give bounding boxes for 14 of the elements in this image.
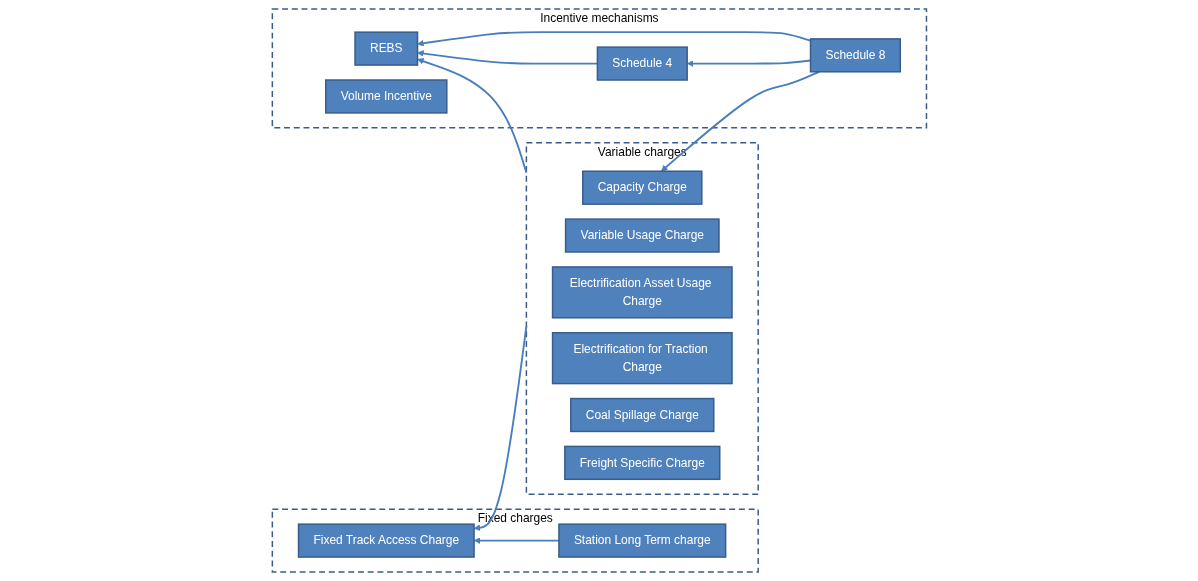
node-box: Schedule 4 — [596, 46, 688, 81]
node-box: Variable Usage Charge — [564, 218, 720, 253]
node-box: Freight Specific Charge — [563, 445, 721, 481]
node-box: Capacity Charge — [581, 170, 703, 205]
node-box: REBS — [353, 31, 418, 66]
node-box: Volume Incentive — [324, 79, 448, 114]
node-box: Fixed Track Access Charge — [297, 523, 475, 558]
node-box: Electrification Asset Usage Charge — [551, 266, 733, 319]
arrow — [473, 325, 527, 531]
node-box: Station Long Term charge — [557, 523, 726, 558]
node-box: Coal Spillage Charge — [569, 397, 715, 433]
node-box: Electrification for Traction Charge — [551, 332, 733, 385]
node-box: Schedule 8 — [809, 38, 901, 73]
arrow — [660, 70, 820, 172]
